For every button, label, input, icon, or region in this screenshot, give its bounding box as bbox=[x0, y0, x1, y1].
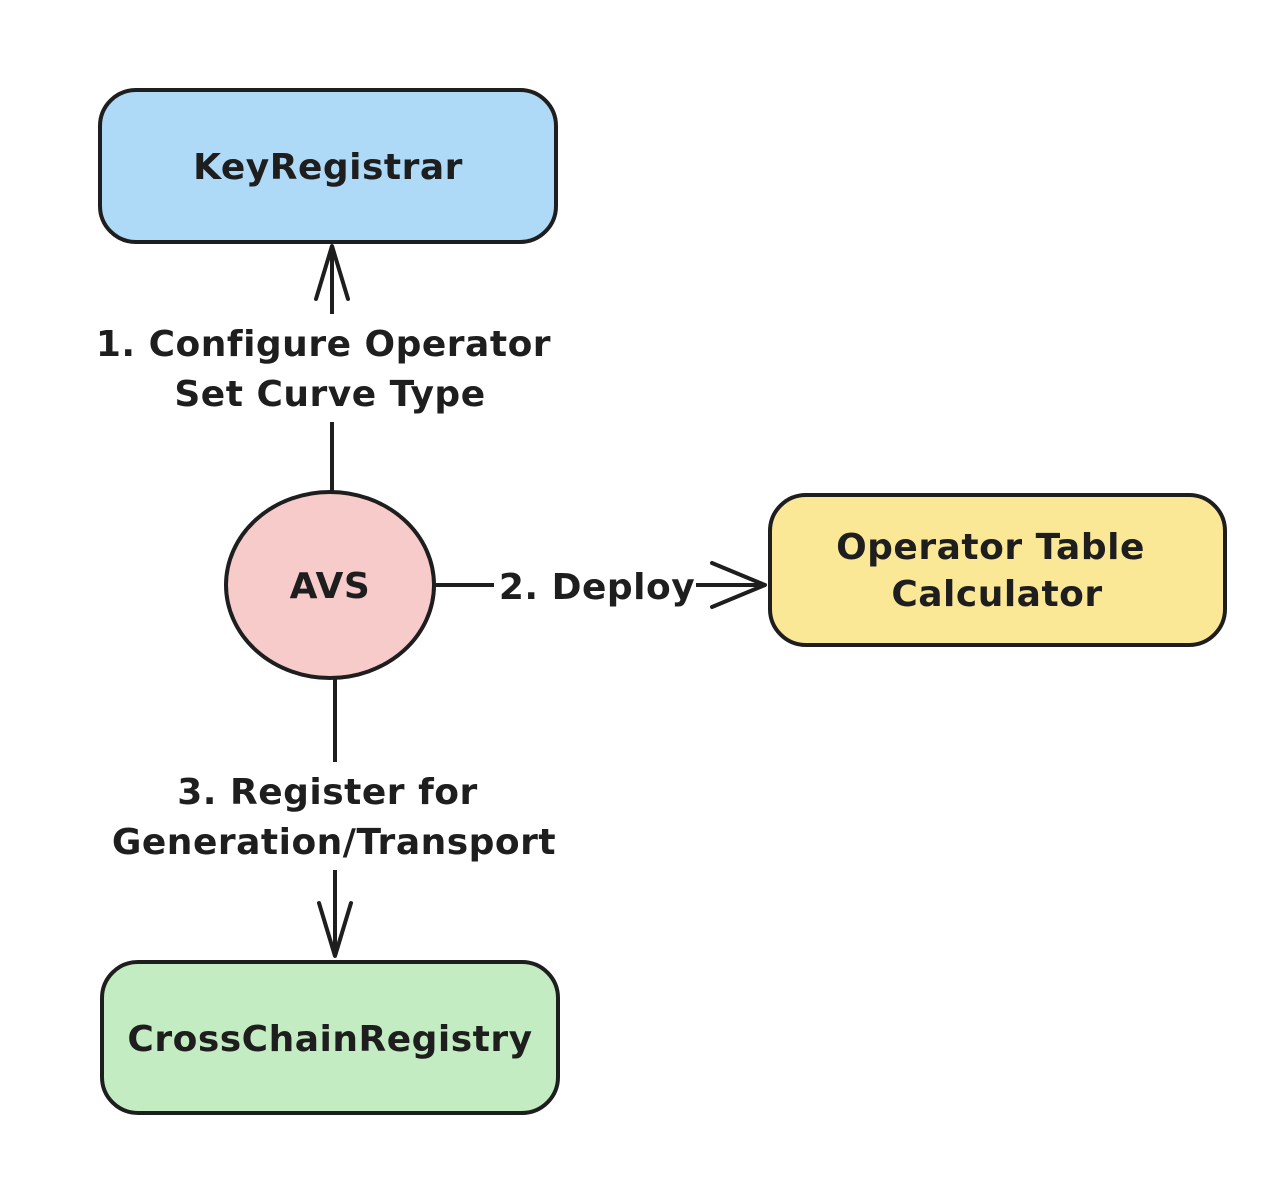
node-crosschainregistry-label: CrossChainRegistry bbox=[127, 1019, 532, 1060]
arrowhead-right-icon bbox=[710, 561, 767, 609]
edge-label-background bbox=[110, 762, 558, 870]
node-keyregistrar: KeyRegistrar bbox=[98, 88, 558, 244]
node-keyregistrar-label: KeyRegistrar bbox=[193, 147, 463, 188]
edge-avs-to-operator-table-calculator: 2. Deploy bbox=[434, 553, 767, 617]
node-crosschainregistry-shape bbox=[100, 960, 560, 1115]
node-crosschainregistry: CrossChainRegistry bbox=[100, 960, 560, 1115]
edge-label-configure-operator-set-curve-type: 1. Configure Operator Set Curve Type bbox=[96, 324, 564, 415]
edge-label-deploy: 2. Deploy bbox=[499, 567, 695, 608]
node-avs-shape bbox=[224, 490, 436, 680]
node-operator-table-calculator-shape bbox=[768, 493, 1227, 647]
edge-label-background bbox=[108, 314, 556, 422]
node-keyregistrar-shape bbox=[98, 88, 558, 244]
node-operator-table-calculator: Operator Table Calculator bbox=[768, 493, 1227, 647]
edge-avs-to-keyregistrar: 1. Configure Operator Set Curve Type bbox=[96, 244, 564, 494]
node-operator-table-calculator-label: Operator Table Calculator bbox=[836, 527, 1158, 615]
arrowhead-down-icon bbox=[317, 901, 353, 958]
arrowhead-up-icon bbox=[314, 244, 350, 301]
edge-label-register-for-generation-transport: 3. Register for Generation/Transport bbox=[112, 772, 556, 863]
node-avs-label: AVS bbox=[290, 566, 371, 607]
edge-label-background bbox=[494, 553, 696, 617]
edge-avs-to-crosschainregistry: 3. Register for Generation/Transport bbox=[110, 677, 558, 958]
node-avs: AVS bbox=[224, 490, 436, 680]
